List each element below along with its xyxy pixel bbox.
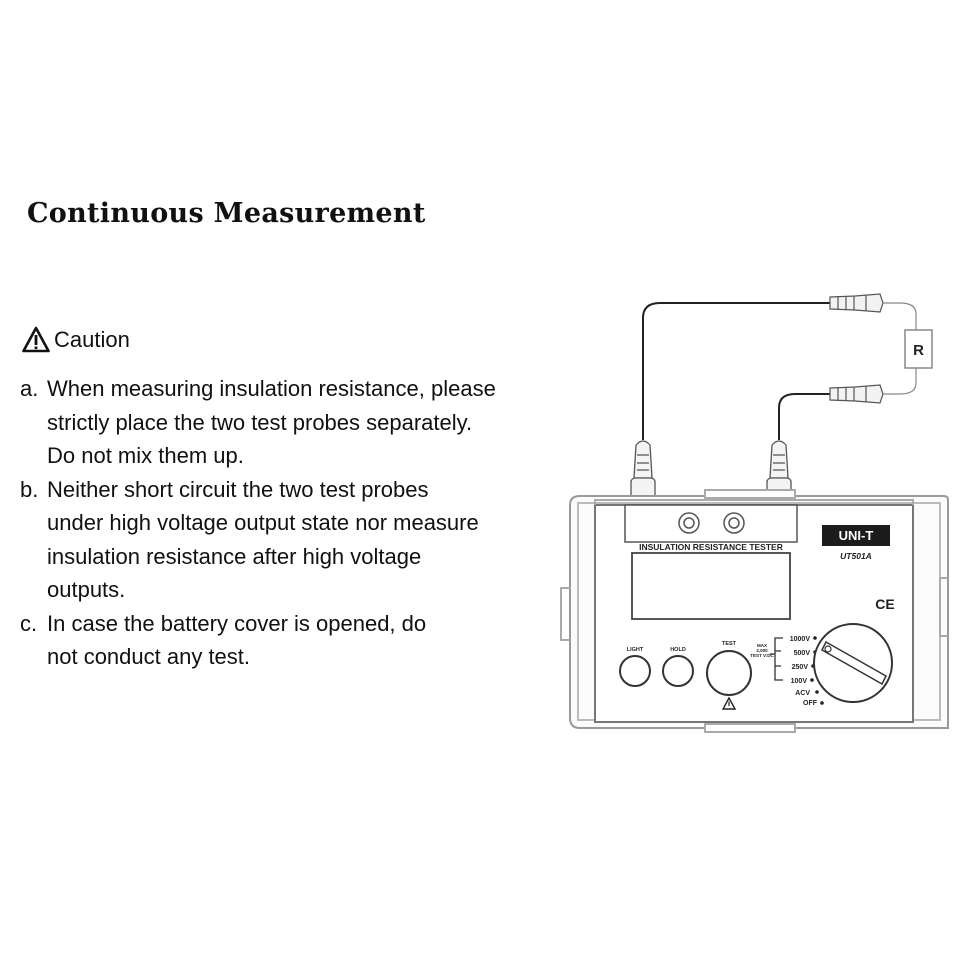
dial-position-100v: 100V xyxy=(791,678,808,685)
max-label: MAX xyxy=(757,643,767,648)
caution-label: Caution xyxy=(54,326,130,352)
dial-position-250v: 250V xyxy=(792,664,809,671)
model-label: UT501A xyxy=(840,551,872,561)
panel-title: INSULATION RESISTANCE TESTER xyxy=(639,542,783,552)
note-marker: a. xyxy=(20,376,39,401)
resistor: R xyxy=(904,329,933,369)
note-marker: b. xyxy=(20,476,39,502)
brand-logo: UNI-T xyxy=(839,528,874,543)
note-text: In case the battery cover is opened, do … xyxy=(47,610,427,670)
range-bracket xyxy=(770,637,783,681)
note-item: b. Neither short circuit the two test pr… xyxy=(20,473,496,607)
test-voltage-label: TEST V:DC xyxy=(750,653,774,658)
test-button-label: TEST xyxy=(722,641,737,647)
brand-badge: UNI-T xyxy=(822,525,890,546)
warning-triangle-icon xyxy=(721,696,737,710)
test-button xyxy=(706,650,752,696)
lower-probe-clip xyxy=(829,368,917,404)
page-title: Continuous Measurement xyxy=(27,198,426,229)
rotary-selector-dial xyxy=(813,623,893,703)
lcd-display xyxy=(631,552,791,620)
note-text: When measuring insulation resistance, pl… xyxy=(47,376,496,468)
dial-position-off: OFF xyxy=(803,700,818,707)
test-leads xyxy=(642,302,832,440)
light-button-label: LIGHT xyxy=(627,647,644,653)
upper-probe-clip xyxy=(829,293,917,330)
caution-header: Caution xyxy=(22,326,130,353)
light-button xyxy=(619,655,651,687)
hold-button-label: HOLD xyxy=(670,647,686,653)
max-value: 2,000 xyxy=(756,648,768,653)
hold-button xyxy=(662,655,694,687)
ce-mark: CE xyxy=(875,596,894,612)
resistor-label: R xyxy=(913,342,924,359)
note-marker: c. xyxy=(20,610,38,636)
dial-position-500v: 500V xyxy=(794,650,811,657)
dial-position-1000v: 1000V xyxy=(790,636,811,643)
note-text: Neither short circuit the two test probe… xyxy=(47,476,479,603)
terminal-panel xyxy=(624,504,798,543)
note-item: a. When measuring insulation resistance,… xyxy=(20,372,496,473)
tester-connection-diagram: R INSULATION RESISTANCE TESTER UNI-T xyxy=(560,293,949,733)
dial-position-acv: ACV xyxy=(795,690,810,697)
warning-triangle-icon xyxy=(22,326,50,353)
note-item: c. In case the battery cover is opened, … xyxy=(20,607,496,674)
caution-notes: a. When measuring insulation resistance,… xyxy=(20,372,496,674)
